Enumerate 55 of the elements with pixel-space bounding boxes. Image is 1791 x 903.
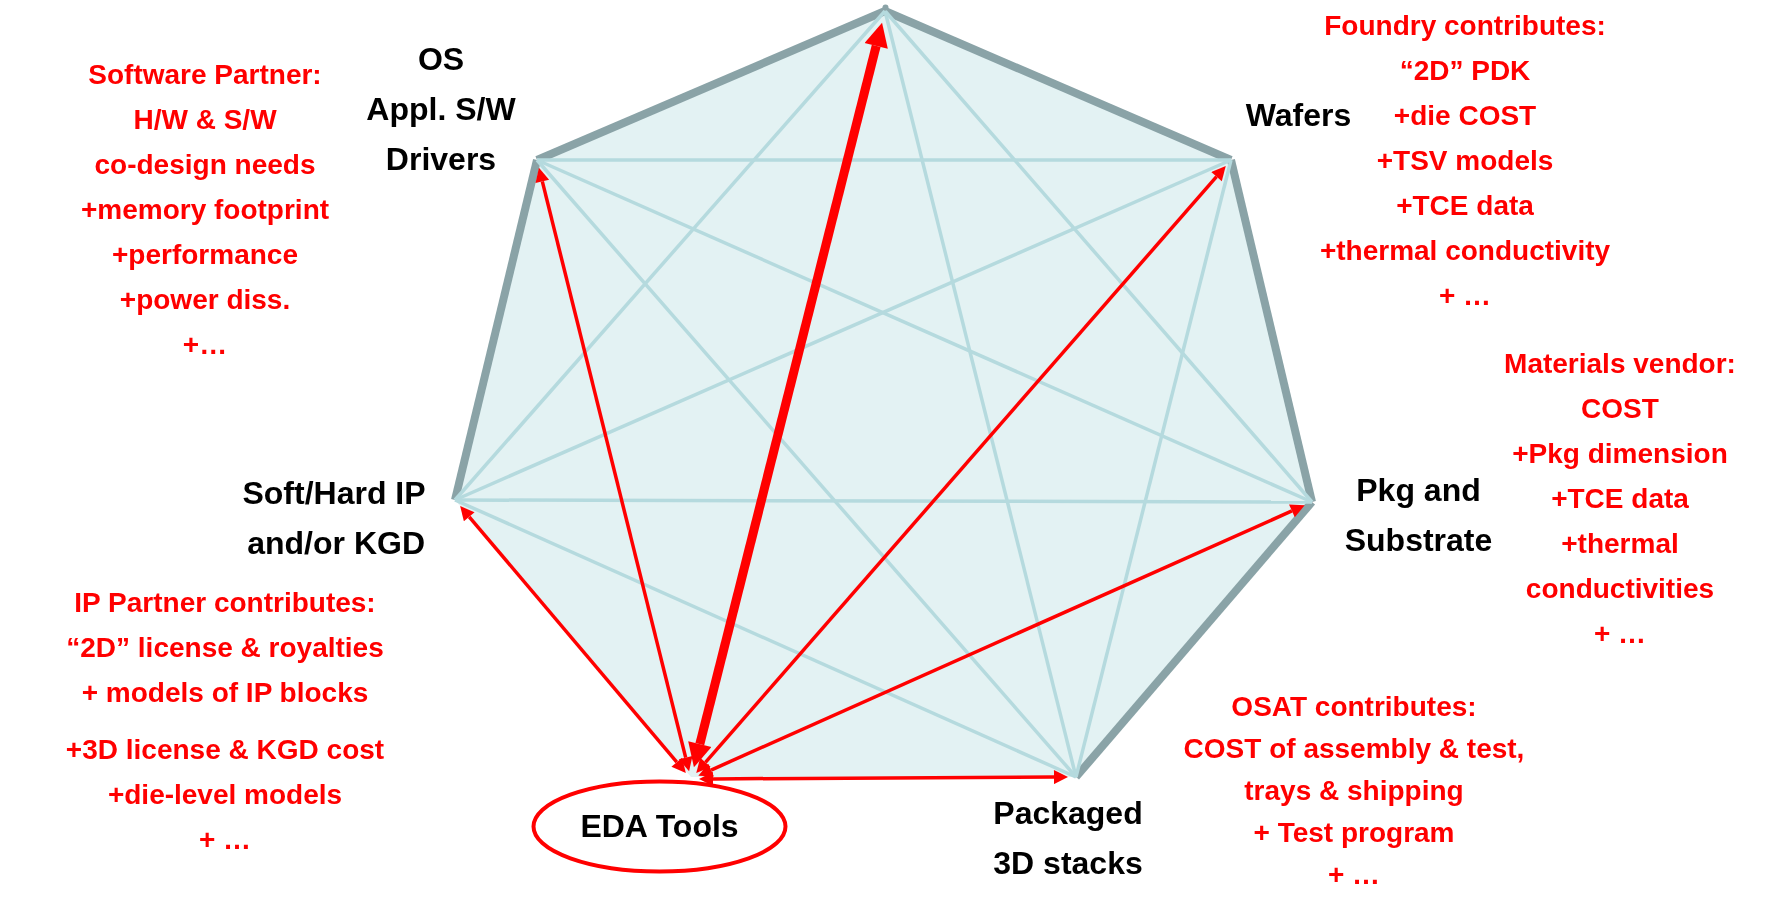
connector-line [883, 9, 1314, 504]
contribution-text: +performance [112, 238, 298, 272]
contribution-text: +TCE data [1396, 189, 1534, 223]
arrow [688, 22, 888, 768]
contribution-text: trays & shipping [1244, 774, 1464, 808]
contribution-text: COST of assembly & test, [1183, 732, 1525, 766]
contribution-text: Software Partner: [88, 58, 322, 92]
contribution-text: + … [1593, 617, 1647, 651]
vertex-label: Appl. S/W [366, 90, 516, 129]
arrow [699, 770, 1068, 786]
vertex-label: Wafers [1245, 96, 1352, 135]
connector-line [454, 158, 1232, 502]
vertex-label: Packaged 3D stacks [992, 794, 1144, 883]
arrow [535, 167, 693, 772]
contribution-text: +Pkg dimension [1512, 437, 1728, 471]
contribution-text: COST [1581, 392, 1659, 426]
contribution-text: +thermal conductivities [1524, 527, 1716, 606]
connector-line [455, 498, 1312, 504]
contribution-text: Materials vendor: [1504, 347, 1736, 381]
contribution-text: +die COST [1393, 99, 1537, 133]
vertex-label: OS [417, 40, 465, 79]
connector-line [1074, 159, 1233, 778]
contribution-text: +memory footprint [80, 193, 330, 227]
vertex-label: Pkg and Substrate [1343, 471, 1494, 560]
contribution-text: + … [1438, 279, 1492, 313]
connector-line [454, 498, 1077, 779]
contribution-text: “2D” PDK [1399, 54, 1531, 88]
connector-line [537, 158, 1231, 162]
contribution-text: IP Partner contributes: [74, 586, 376, 620]
ellipse-node [531, 779, 788, 874]
vertex-label: EDA Tools [580, 807, 739, 846]
connector-line [1227, 159, 1316, 503]
connector-line [451, 159, 541, 501]
vertex-dot [882, 4, 889, 11]
contribution-text: + Test program [1253, 816, 1455, 850]
contribution-text: +… [182, 328, 228, 362]
vertex-label: Drivers [385, 140, 497, 179]
arrow [460, 506, 686, 773]
contribution-text: +thermal conductivity [1319, 234, 1611, 268]
contribution-text: +power diss. [119, 283, 291, 317]
arrow [696, 166, 1226, 773]
contribution-text: + … [1327, 858, 1381, 892]
contribution-text: + … [198, 823, 252, 857]
contribution-text: + models of IP blocks [81, 676, 369, 710]
arrow [698, 504, 1305, 777]
connector-line [453, 9, 887, 502]
vertex-label: Soft/Hard IP and/or KGD [241, 474, 425, 563]
contribution-text: “2D” license & royalties [66, 631, 384, 665]
contribution-text: +TSV models [1376, 144, 1554, 178]
contribution-text: +TCE data [1551, 482, 1689, 516]
contribution-text: +die-level models [107, 778, 343, 812]
connector-line [536, 158, 1313, 504]
contribution-text: +3D license & KGD cost [65, 733, 385, 767]
contribution-text: Foundry contributes: [1324, 9, 1606, 43]
contribution-text: OSAT contributes: [1231, 690, 1477, 724]
